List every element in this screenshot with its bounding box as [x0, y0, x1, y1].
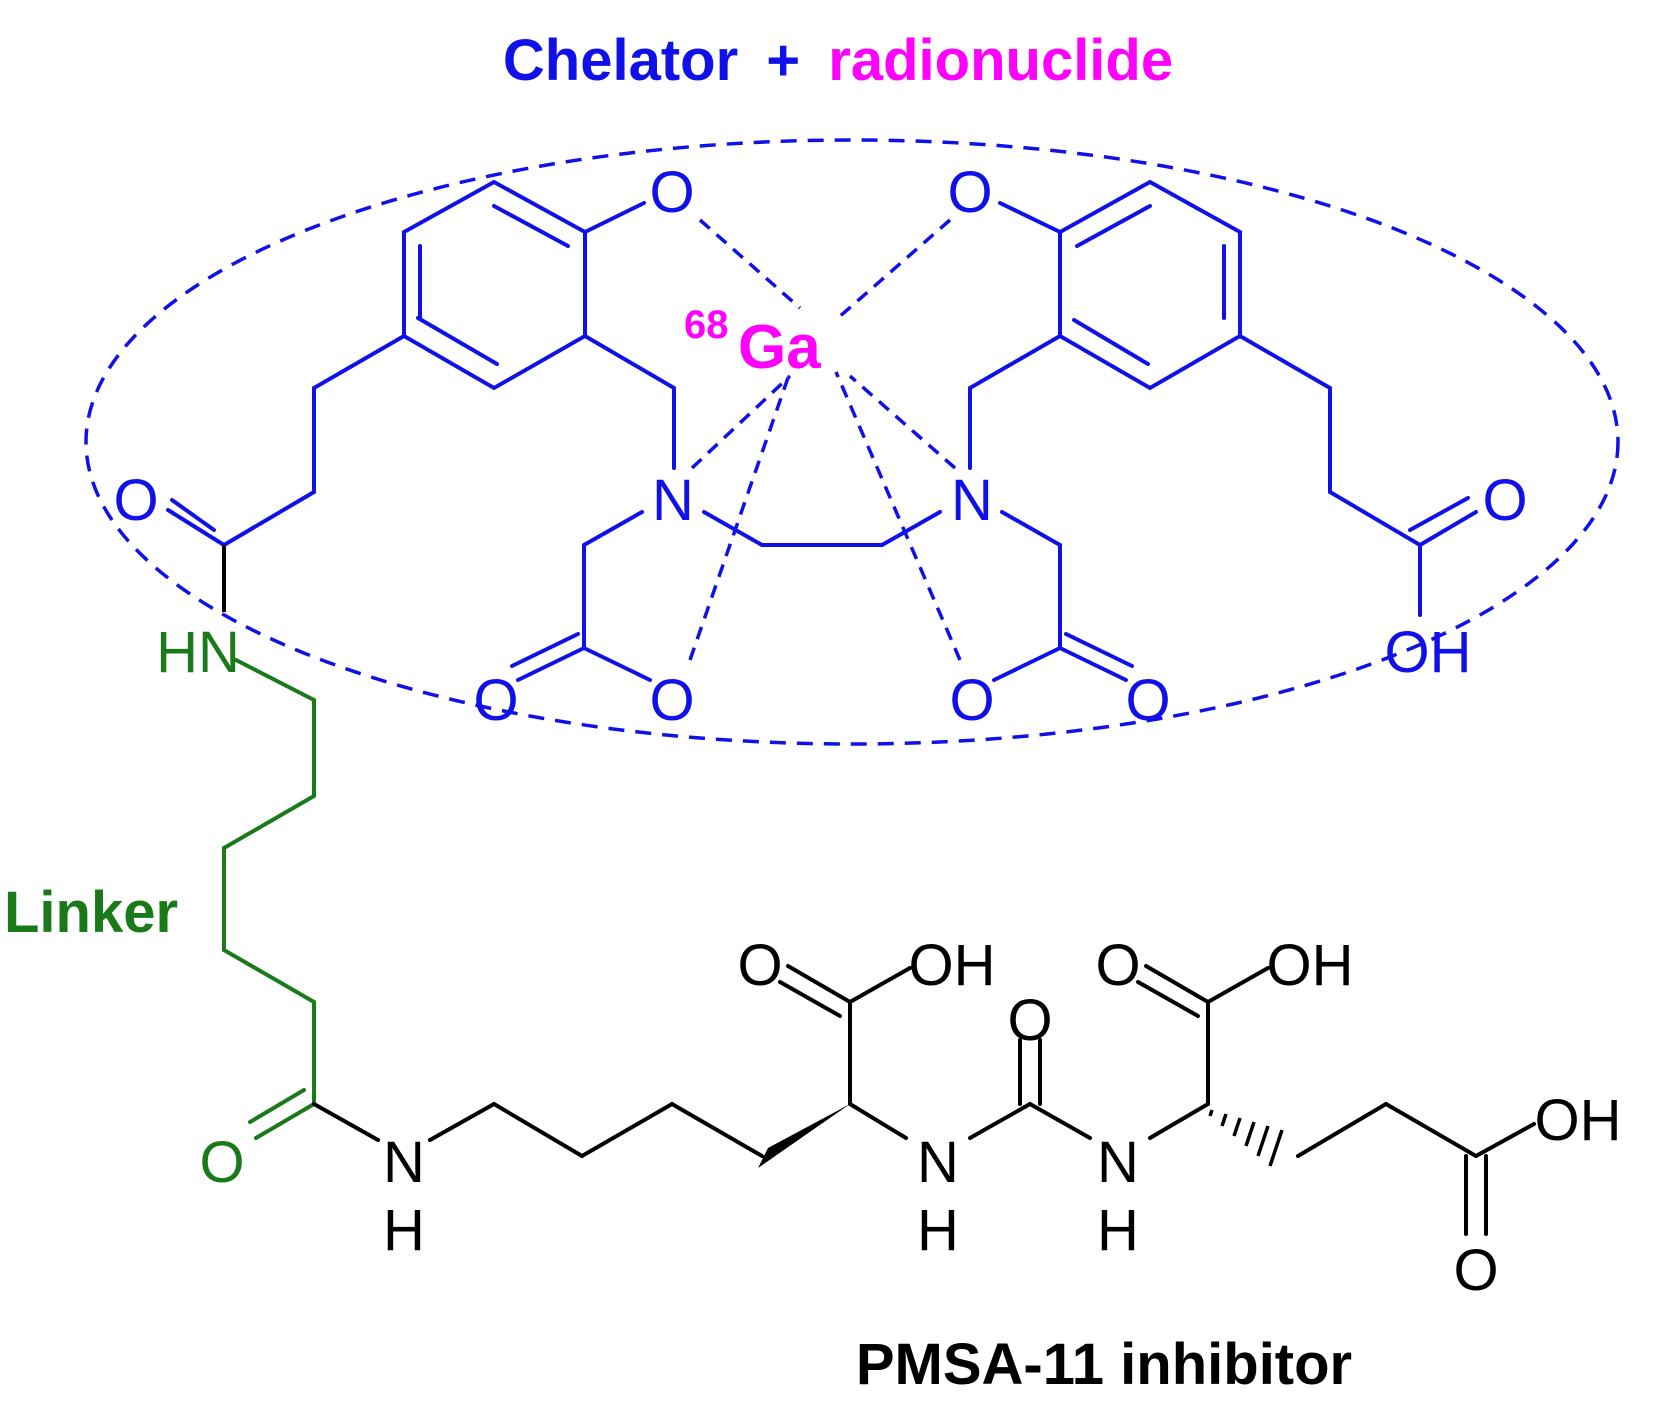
- bridge-1: [702, 510, 764, 547]
- left-N-CH2: [582, 510, 644, 547]
- left-amide-CO-b: [170, 498, 216, 532]
- atom-N-right: N: [951, 468, 993, 533]
- inhibitor-atom-labels: N H O OH N H O N H O OH OH O: [383, 933, 1621, 1303]
- title-plus: +: [766, 28, 800, 93]
- atom-H-amide: H: [383, 1198, 425, 1263]
- right-acid-CO-b: [1408, 496, 1470, 532]
- right-chain-1: [1238, 334, 1332, 390]
- right-acid-CO-a: [1418, 510, 1478, 547]
- atom-N-left: N: [652, 468, 694, 533]
- atom-O-left-amide: O: [113, 468, 158, 533]
- title-radionuclide: radionuclide: [828, 28, 1173, 93]
- right-chain-3: [1328, 490, 1422, 547]
- right-C-O-double-b: [1064, 632, 1134, 668]
- radionuclide-label: 68 Ga: [684, 303, 821, 382]
- left-ring-CH2-1: [583, 334, 676, 390]
- ga-isotope: 68: [684, 303, 729, 347]
- atom-O-glu-carbonyl: O: [1095, 933, 1140, 998]
- linker-atom-labels: HN O: [156, 620, 244, 1195]
- atom-O-lys-carbonyl: O: [737, 933, 782, 998]
- atom-N-amide: N: [383, 1130, 425, 1195]
- chelator-atom-labels: O O N N O O O O O O OH: [113, 160, 1527, 733]
- atom-N-urea-right: N: [1097, 1130, 1139, 1195]
- title: Chelator + radionuclide: [503, 28, 1173, 93]
- right-ring-double-1: [1075, 204, 1152, 248]
- linker-bonds: [222, 658, 316, 1140]
- left-C-O-single: [582, 646, 652, 682]
- atom-O-right-carboxyl-double: O: [1125, 668, 1170, 733]
- right-N-CH2: [1000, 510, 1062, 547]
- chelator-boundary-ellipse: [84, 138, 1620, 746]
- atom-O-glu-side: O: [1453, 1238, 1498, 1303]
- atom-H-urea-right: H: [1097, 1198, 1139, 1263]
- right-C-O-single: [992, 646, 1062, 682]
- left-C-O-double-b: [510, 632, 580, 668]
- bridge-3: [880, 510, 942, 547]
- wedge-bond: [758, 1104, 850, 1168]
- left-chain-3: [222, 490, 316, 547]
- atom-HN-linker: HN: [156, 620, 240, 685]
- title-chelator: Chelator: [503, 28, 738, 93]
- atom-OH-lys: OH: [909, 933, 996, 998]
- left-C-O-double-a: [516, 646, 586, 682]
- linker-label: Linker: [4, 880, 178, 945]
- left-ring-double-1: [492, 204, 570, 248]
- inhibitor-label: PMSA-11 inhibitor: [856, 1332, 1352, 1397]
- atom-O-left-carboxyl-double: O: [473, 668, 518, 733]
- atom-O-right-phenol: O: [947, 160, 992, 225]
- right-ring-CH2-1: [968, 334, 1062, 390]
- ga-symbol: Ga: [738, 313, 821, 382]
- inhibitor-bonds: [312, 964, 1536, 1236]
- coordination-bonds: [688, 218, 962, 661]
- atom-H-urea-left: H: [917, 1198, 959, 1263]
- atom-O-urea: O: [1007, 988, 1052, 1053]
- atom-OH-glu-alpha: OH: [1267, 933, 1354, 998]
- atom-N-urea-left: N: [917, 1130, 959, 1195]
- left-ring-double-2: [416, 316, 499, 366]
- right-benzene-ring: [1058, 179, 1242, 391]
- left-ring-to-O: [583, 201, 646, 234]
- atom-OH-glu-side: OH: [1535, 1088, 1622, 1153]
- left-amide-CO-a: [166, 508, 226, 547]
- atom-OH-right-acid: OH: [1385, 620, 1472, 685]
- atom-O-left-phenol: O: [649, 160, 694, 225]
- right-ring-double-3: [1072, 318, 1150, 366]
- atom-O-left-carboxylate: O: [649, 668, 694, 733]
- atom-O-right-acid: O: [1482, 468, 1527, 533]
- left-chain-1: [312, 334, 406, 390]
- chelator-bonds: [166, 179, 1478, 682]
- right-ring-to-O: [998, 201, 1062, 234]
- left-benzene-ring: [402, 179, 587, 391]
- atom-O-right-carboxylate: O: [949, 668, 994, 733]
- right-C-O-double-a: [1058, 646, 1128, 682]
- hashed-bond: [1208, 1109, 1284, 1167]
- atom-O-linker-amide: O: [199, 1130, 244, 1195]
